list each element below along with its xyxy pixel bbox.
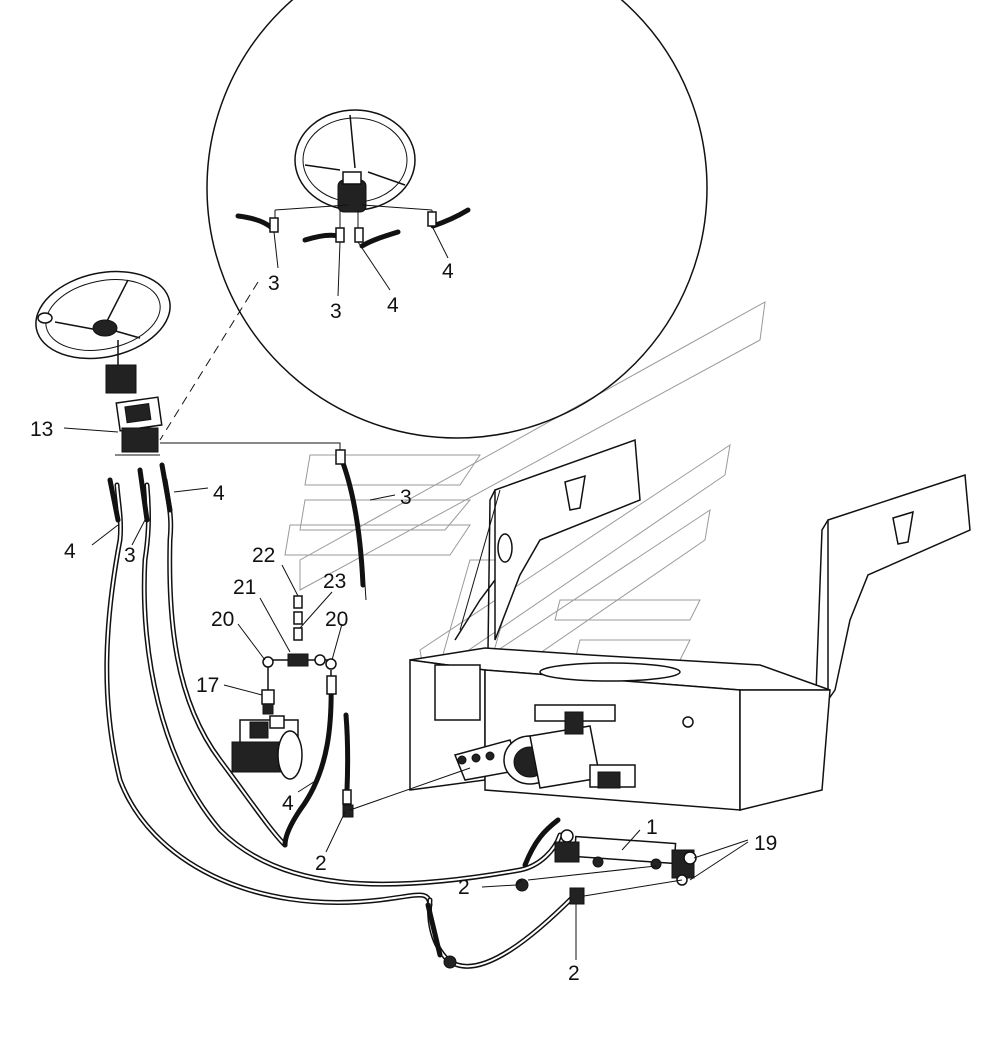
callout-23: 23 bbox=[323, 570, 346, 593]
detail-circle bbox=[206, 0, 708, 439]
long-hoses bbox=[104, 462, 578, 969]
callout-22: 22 bbox=[252, 544, 275, 567]
leader-lines bbox=[63, 427, 749, 960]
callout-3-hose: 3 bbox=[400, 486, 412, 509]
callout-3-detail-a: 3 bbox=[268, 272, 280, 295]
frame bbox=[409, 438, 971, 811]
callout-4-detail-a: 4 bbox=[387, 294, 399, 317]
callout-13: 13 bbox=[30, 418, 53, 441]
callout-19: 19 bbox=[754, 832, 777, 855]
callout-2-bottom: 2 bbox=[568, 962, 580, 985]
callout-20-left: 20 bbox=[211, 608, 234, 631]
callout-4-detail-b: 4 bbox=[442, 260, 454, 283]
hose-3 bbox=[335, 449, 367, 601]
callout-3-detail-b: 3 bbox=[330, 300, 342, 323]
callout-17: 17 bbox=[196, 674, 219, 697]
detail-connector bbox=[159, 281, 259, 441]
steering-wheel bbox=[35, 270, 171, 394]
steering-cylinder bbox=[515, 817, 697, 905]
callout-1: 1 bbox=[646, 816, 658, 839]
steering-unit bbox=[115, 396, 341, 456]
callout-20-right: 20 bbox=[325, 608, 348, 631]
callout-2-cylinder: 2 bbox=[458, 876, 470, 899]
callout-4-valve: 4 bbox=[282, 792, 294, 815]
callout-3-left: 3 bbox=[124, 544, 136, 567]
callout-4-right: 4 bbox=[213, 482, 225, 505]
callout-2-valve: 2 bbox=[315, 852, 327, 875]
valve-assembly bbox=[231, 595, 354, 848]
callout-labels: 3 3 4 4 13 4 4 3 3 22 21 23 20 20 17 4 2… bbox=[30, 260, 777, 985]
callout-4-left: 4 bbox=[64, 540, 76, 563]
callout-21: 21 bbox=[233, 576, 256, 599]
